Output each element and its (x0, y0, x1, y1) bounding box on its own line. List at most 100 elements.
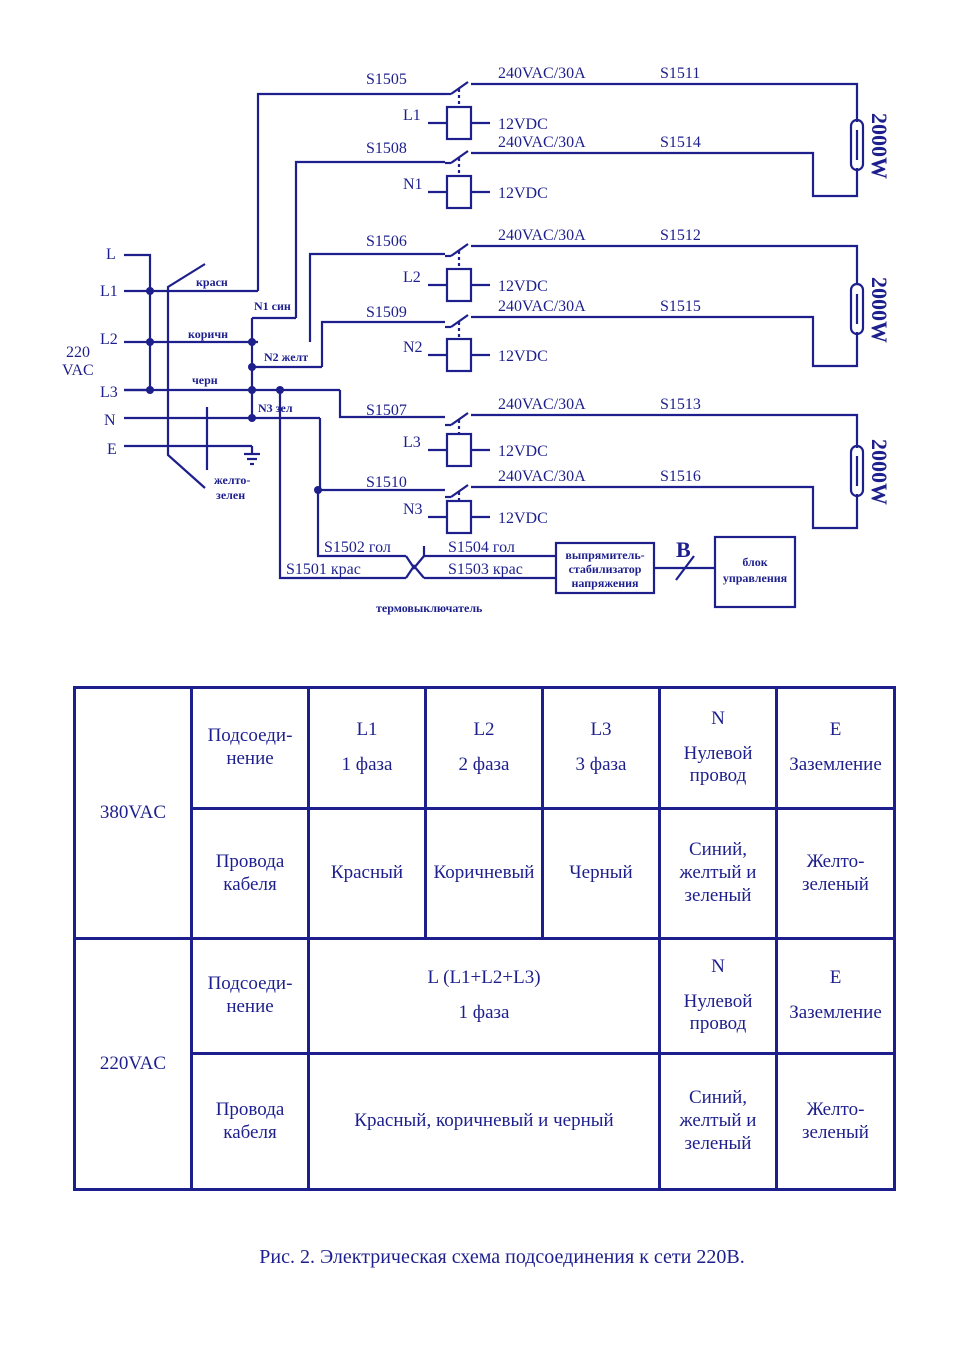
thermal-switch-label: термовыключатель (376, 601, 483, 615)
terminal-l2-label: L2 (100, 331, 118, 348)
relay-coil-voltage-5: 12VDC (498, 443, 548, 460)
control-unit-line-2: управления (723, 571, 788, 585)
terminal-n-label: N (104, 412, 116, 429)
wire-l3: Черный (541, 807, 661, 940)
relay-coil-5 (445, 432, 473, 468)
relay-coil-voltage-3: 12VDC (498, 278, 548, 295)
relay-rating-1: 240VAC/30A (498, 65, 586, 82)
relay-coil-label-6: N3 (403, 501, 423, 518)
terminal-l1-label: L1 (100, 283, 118, 300)
relay-coil-3 (445, 267, 473, 303)
heater-outputs: 2000W 2000W 2000W (471, 82, 892, 530)
wire-color-black: черн (192, 373, 218, 387)
wire-phase-220: Красный, коричневый и черный (307, 1052, 661, 1191)
heater-element-3 (849, 444, 865, 498)
neutral-tap-n2: N2 желт (264, 350, 308, 364)
wire-e: Желто-зеленый (775, 807, 896, 940)
relay-coil-1 (445, 105, 473, 141)
switch-contact-5 (450, 412, 469, 426)
heater-power-1: 2000W (867, 113, 892, 179)
relay-output-label-4: S1515 (660, 298, 701, 315)
relay-coil-voltage-1: 12VDC (498, 116, 548, 133)
relay-switch-label-2: S1508 (366, 140, 407, 157)
control-circuit: S1502 гол S1504 гол S1501 крас S1503 кра… (286, 535, 797, 615)
terminal-l3-label: L3 (100, 384, 118, 401)
relay-rating-2: 240VAC/30A (498, 134, 586, 151)
relay-coil-voltage-4: 12VDC (498, 348, 548, 365)
relay-coil-4 (445, 337, 473, 373)
ground-icon (244, 446, 260, 466)
relay-coil-voltage-2: 12VDC (498, 185, 548, 202)
relay-output-label-5: S1513 (660, 396, 701, 413)
supply-voltage-unit: VAC (62, 362, 94, 379)
thermal-wire-s1503: S1503 крас (448, 561, 523, 578)
relay-switch-label-4: S1509 (366, 304, 407, 321)
wire-e-220: Желто-зеленый (775, 1052, 896, 1191)
relay-switch-label-3: S1506 (366, 233, 407, 250)
switch-contact-6 (450, 484, 469, 498)
wire-color-yellow-green-1: желто- (214, 473, 250, 487)
connection-label-220: Подсоеди-нение (190, 937, 310, 1055)
supply-voltage: 220 (66, 344, 90, 361)
relay-coil-2 (445, 174, 473, 210)
control-unit-line-1: блок (742, 555, 767, 569)
relay-coil-label-5: L3 (403, 434, 421, 451)
heater-power-3: 2000W (867, 439, 892, 505)
heater-element-1 (849, 118, 865, 172)
heater-power-2: 2000W (867, 277, 892, 343)
rectifier-line-3: напряжения (571, 576, 639, 590)
relay-rating-5: 240VAC/30A (498, 396, 586, 413)
relay-feeds (256, 92, 445, 580)
relay-coil-6 (445, 499, 473, 535)
figure-caption: Рис. 2. Электрическая схема подсоединени… (259, 1246, 745, 1268)
input-terminals: L L1 L2 L3 N E 220 VAC (62, 246, 118, 458)
terminal-e-label: E (107, 441, 117, 458)
switch-contact-4 (450, 314, 469, 328)
wire-n-220: Синий, желтый и зеленый (658, 1052, 778, 1191)
wiring-schematic: L L1 L2 L3 N E 220 VAC (62, 65, 892, 615)
heater-element-2 (849, 282, 865, 336)
switch-contact-2 (450, 150, 469, 164)
relay-switch-label-1: S1505 (366, 71, 407, 88)
relay-switch-label-5: S1507 (366, 402, 407, 419)
relay-coil-label-1: L1 (403, 107, 421, 124)
wire-color-brown: коричн (188, 327, 228, 341)
switch-contact-1 (450, 81, 469, 95)
thermal-wire-s1504: S1504 гол (448, 539, 515, 556)
neutral-tap-n1: N1 син (254, 299, 291, 313)
relay-output-label-6: S1516 (660, 468, 701, 485)
terminal-l-label: L (106, 246, 116, 263)
relay-output-label-1: S1511 (660, 65, 700, 82)
voltage-380-cell: 380VAC (73, 686, 193, 940)
rectifier-line-2: стабилизатор (569, 562, 642, 576)
wire-color-red: красн (196, 275, 228, 289)
wire-color-yellow-green-2: зелен (216, 488, 245, 502)
bus-label: B (676, 537, 691, 562)
wire-n: Синий, желтый и зеленый (658, 807, 778, 940)
relay-coil-label-2: N1 (403, 176, 423, 193)
relay-rating-4: 240VAC/30A (498, 298, 586, 315)
voltage-220-cell: 220VAC (73, 937, 193, 1191)
relay-output-label-3: S1512 (660, 227, 701, 244)
relay-switch-label-6: S1510 (366, 474, 407, 491)
thermal-wire-s1502: S1502 гол (324, 539, 391, 556)
neutral-tap-n3: N3 зел (258, 401, 293, 415)
switch-contact-3 (450, 243, 469, 257)
